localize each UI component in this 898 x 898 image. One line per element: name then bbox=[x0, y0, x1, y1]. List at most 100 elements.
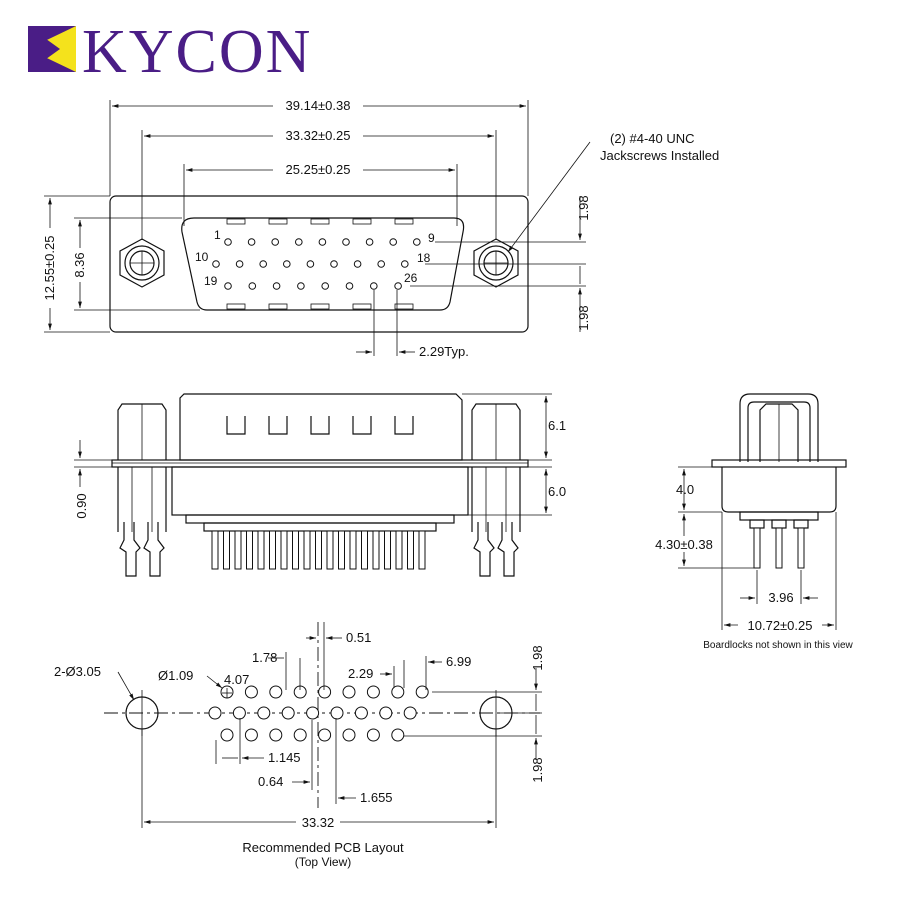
pcb-pin-hole bbox=[366, 728, 380, 742]
solder-tail bbox=[372, 530, 380, 570]
side-view: 0.90 6.1 6.0 bbox=[74, 393, 566, 577]
pin-contact bbox=[306, 260, 315, 268]
dim-pin-pitch: 2.29Typ. bbox=[419, 344, 469, 359]
pcb-pin-hole bbox=[269, 685, 283, 699]
jackscrew-left bbox=[119, 238, 165, 288]
shell-window bbox=[226, 416, 246, 435]
pin-contact bbox=[224, 282, 232, 290]
jackscrew-right bbox=[473, 238, 519, 288]
dim-tail-length: 4.30±0.38 bbox=[655, 537, 713, 552]
pcb-pin-hole bbox=[257, 706, 271, 720]
pcb-pin-hole bbox=[244, 685, 258, 699]
pin-label-18: 18 bbox=[417, 251, 431, 265]
pcb-pin-holes bbox=[208, 685, 429, 742]
dim-lower-height: 6.0 bbox=[548, 484, 566, 499]
shell-tab bbox=[268, 303, 288, 310]
jackscrew-note-line2: Jackscrews Installed bbox=[600, 148, 719, 163]
pin-label-19: 19 bbox=[204, 274, 218, 288]
shell-window bbox=[310, 416, 330, 435]
solder-tail bbox=[280, 530, 288, 570]
shell-window bbox=[352, 416, 372, 435]
solder-tail bbox=[418, 530, 426, 570]
solder-tail bbox=[292, 530, 299, 570]
dim-shell-width: 25.25±0.25 bbox=[286, 162, 351, 177]
pin-contact bbox=[321, 282, 330, 290]
pin-contact bbox=[272, 282, 281, 290]
solder-tail bbox=[246, 530, 253, 570]
solder-tail bbox=[315, 530, 322, 570]
solder-tail bbox=[407, 530, 414, 570]
pin-contact bbox=[247, 238, 256, 246]
pcb-pin-hole bbox=[281, 706, 295, 720]
pcb-layout: 2-Ø3.05 Ø1.09 4.07 1.78 0.51 2.29 6.99 bbox=[54, 622, 545, 869]
kycon-logo: KYCON bbox=[28, 18, 310, 86]
solder-tail bbox=[338, 530, 345, 570]
dim-2-29: 2.29 bbox=[348, 666, 373, 681]
shell-tab bbox=[352, 303, 372, 310]
label-pin-hole: Ø1.09 bbox=[158, 668, 193, 683]
dim-height: 12.55±0.25 bbox=[42, 236, 57, 301]
shell-tabs bbox=[226, 218, 414, 310]
dim-1-98-top: 1.98 bbox=[530, 645, 545, 670]
dim-overall-depth: 10.72±0.25 bbox=[748, 618, 813, 633]
dim-shell-depth: 4.0 bbox=[676, 482, 694, 497]
pin-contact bbox=[295, 238, 303, 246]
dim-shell-height: 8.36 bbox=[72, 252, 87, 277]
dim-4-07: 4.07 bbox=[224, 672, 249, 687]
solder-tail bbox=[349, 530, 357, 570]
pin-contact bbox=[235, 260, 244, 268]
shell-tab bbox=[268, 218, 288, 225]
end-body bbox=[721, 467, 837, 513]
pin-contact bbox=[330, 260, 338, 268]
solder-tail bbox=[361, 530, 368, 570]
pcb-pin-hole bbox=[306, 706, 320, 720]
pin-contact bbox=[297, 282, 305, 290]
dim-row-spacing: 3.96 bbox=[768, 590, 793, 605]
pin-contact bbox=[224, 238, 232, 246]
pcb-pin-hole bbox=[391, 685, 405, 699]
solder-tail bbox=[234, 530, 242, 570]
pin-contact bbox=[271, 238, 280, 246]
shell-tab bbox=[352, 218, 372, 225]
dim-1-98-bottom: 1.98 bbox=[530, 757, 545, 782]
solder-tail bbox=[395, 530, 403, 570]
pcb-pin-hole bbox=[220, 728, 234, 742]
pcb-pin-hole bbox=[379, 706, 393, 720]
pcb-pin-hole bbox=[232, 706, 246, 720]
solder-tail bbox=[384, 530, 391, 570]
d-shell-outline bbox=[181, 217, 465, 311]
pcb-pin-hole bbox=[415, 685, 429, 699]
pcb-pin-hole bbox=[318, 685, 332, 699]
pcb-pin-hole bbox=[342, 728, 356, 742]
pin-contact bbox=[365, 238, 374, 246]
pin-contact bbox=[377, 260, 386, 268]
shell-tab bbox=[226, 303, 246, 310]
pcb-layout-title: Recommended PCB Layout bbox=[242, 840, 404, 855]
dim-1-655: 1.655 bbox=[360, 790, 393, 805]
dim-upper-height: 6.1 bbox=[548, 418, 566, 433]
jackscrew-note-line1: (2) #4-40 UNC bbox=[610, 131, 695, 146]
dim-row-offset-top: 1.98 bbox=[576, 195, 591, 220]
solder-tail bbox=[303, 530, 311, 570]
top-view: 1 9 10 18 19 26 39.14±0.38 33.32±0.25 25… bbox=[40, 96, 719, 359]
shell-window bbox=[268, 416, 288, 435]
boardlock-bracket bbox=[739, 393, 819, 462]
pin-contact bbox=[353, 260, 362, 268]
shell-tab bbox=[394, 218, 414, 225]
dim-1-145: 1.145 bbox=[268, 750, 301, 765]
pcb-pin-hole bbox=[208, 706, 222, 720]
dim-33-32: 33.32 bbox=[302, 815, 335, 830]
pcb-pin-hole bbox=[293, 728, 307, 742]
end-view-note: Boardlocks not shown in this view bbox=[703, 640, 853, 651]
pin-label-26: 26 bbox=[404, 271, 418, 285]
pin-contact bbox=[259, 260, 268, 268]
pcb-pin-hole bbox=[330, 706, 344, 720]
pin-contact bbox=[394, 282, 402, 290]
end-flange bbox=[711, 459, 847, 468]
pcb-pin-hole bbox=[391, 728, 405, 742]
pin-contact bbox=[401, 260, 409, 268]
dim-0-51: 0.51 bbox=[346, 630, 371, 645]
solder-tail bbox=[269, 530, 276, 570]
dim-row-offset-bottom: 1.98 bbox=[576, 305, 591, 330]
